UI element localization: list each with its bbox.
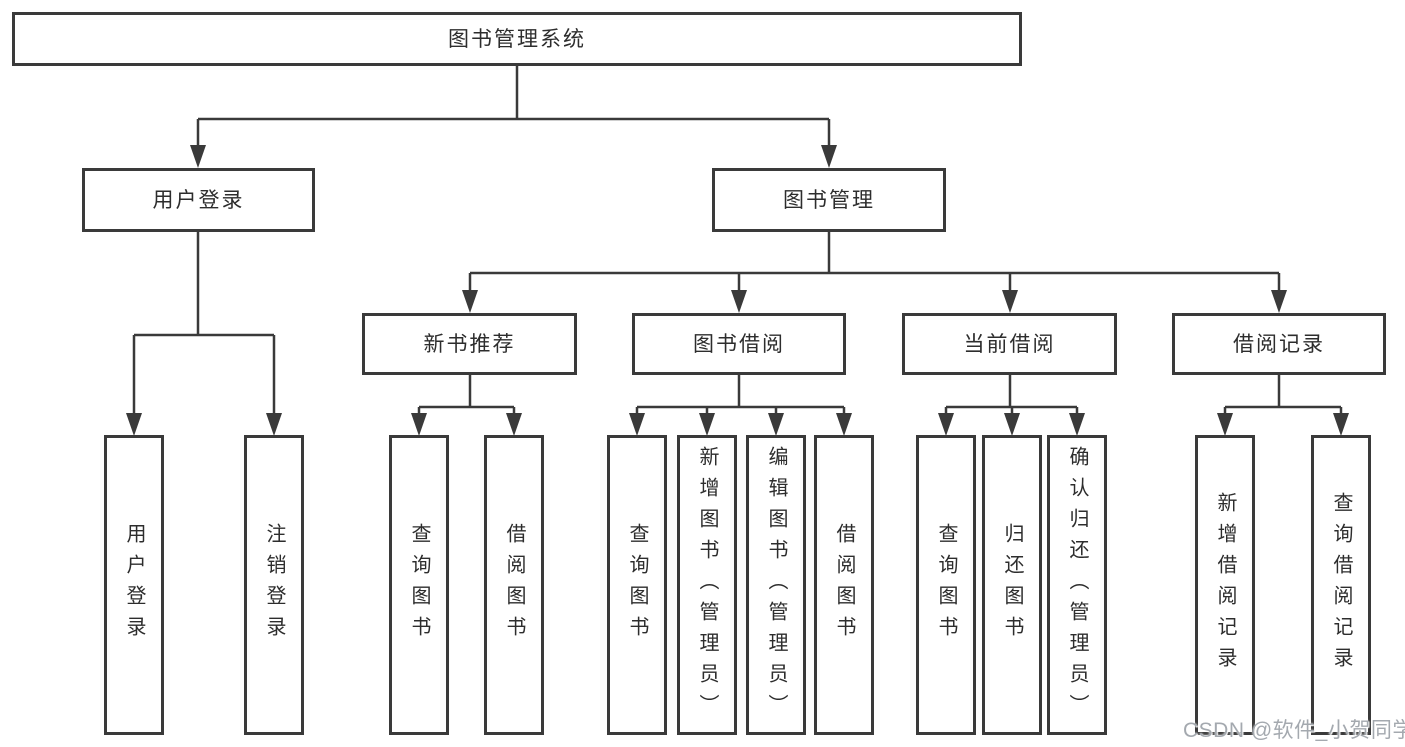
node-current-borrowing: 当前借阅 — [902, 313, 1117, 375]
node-borrow-books-leaf: 借阅图书 — [814, 435, 874, 735]
node-label: 当前借阅 — [963, 332, 1056, 356]
node-label: 用户登录 — [152, 188, 245, 212]
node-borrowing-records: 借阅记录 — [1172, 313, 1386, 375]
node-add-books-admin: 新增图书（管理员） — [677, 435, 737, 735]
node-label: 编辑图书（管理员） — [765, 445, 787, 725]
node-label: 新增图书（管理员） — [696, 445, 718, 725]
node-query-books-borrow: 查询图书 — [607, 435, 667, 735]
node-label: 归还图书 — [1001, 523, 1023, 647]
node-label: 借阅记录 — [1233, 332, 1325, 356]
node-query-books-recommend: 查询图书 — [389, 435, 449, 735]
node-user-login-leaf: 用户登录 — [104, 435, 164, 735]
node-book-management: 图书管理 — [712, 168, 946, 232]
node-query-books-current: 查询图书 — [916, 435, 976, 735]
node-query-borrow-record: 查询借阅记录 — [1311, 435, 1371, 735]
node-borrow-books-recommend: 借阅图书 — [484, 435, 544, 735]
node-label: 用户登录 — [123, 523, 145, 647]
node-label: 借阅图书 — [503, 523, 525, 647]
node-book-borrowing: 图书借阅 — [632, 313, 846, 375]
node-label: 图书管理 — [783, 188, 875, 212]
csdn-watermark: CSDN @软件_小贺同学 — [1183, 719, 1405, 742]
node-root: 图书管理系统 — [12, 12, 1022, 66]
node-label: 图书管理系统 — [448, 27, 586, 51]
node-new-book-recommend: 新书推荐 — [362, 313, 577, 375]
node-return-books: 归还图书 — [982, 435, 1042, 735]
node-label: 查询借阅记录 — [1330, 492, 1352, 678]
arrowheads — [126, 145, 1349, 436]
node-label: 确认归还（管理员） — [1066, 445, 1088, 725]
node-label: 注销登录 — [263, 523, 285, 647]
node-label: 新书推荐 — [423, 332, 516, 356]
node-confirm-return-admin: 确认归还（管理员） — [1047, 435, 1107, 735]
node-label: 借阅图书 — [833, 523, 855, 647]
node-logout-leaf: 注销登录 — [244, 435, 304, 735]
node-add-borrow-record: 新增借阅记录 — [1195, 435, 1255, 735]
node-label: 新增借阅记录 — [1214, 492, 1236, 678]
node-edit-books-admin: 编辑图书（管理员） — [746, 435, 806, 735]
node-label: 查询图书 — [626, 523, 648, 647]
node-label: 图书借阅 — [693, 332, 785, 356]
node-label: 查询图书 — [935, 523, 957, 647]
node-label: 查询图书 — [408, 523, 430, 647]
node-user-login: 用户登录 — [82, 168, 315, 232]
